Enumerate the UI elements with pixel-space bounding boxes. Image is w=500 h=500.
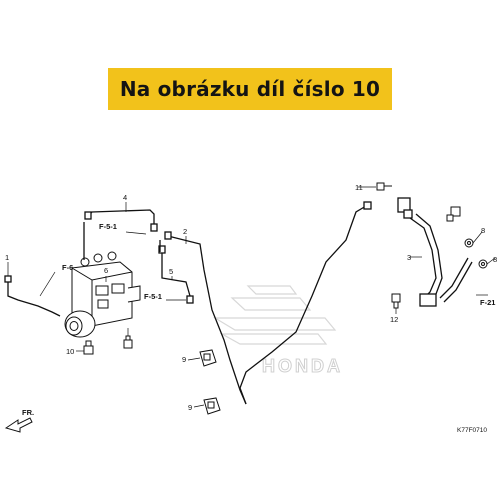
clip-9b	[203, 397, 221, 415]
part-number-4: 4	[123, 193, 127, 202]
bolt-12	[391, 293, 401, 309]
part-number-8b: 8	[493, 255, 497, 264]
part-number-2: 2	[183, 227, 187, 236]
reference-f5-1-mid: F-5-1	[144, 292, 162, 301]
brake-pipe-4	[83, 209, 158, 260]
reference-f21: F-21	[480, 298, 495, 307]
washer-8b	[478, 259, 488, 269]
bolt-small	[123, 335, 133, 349]
part-number-1: 1	[5, 253, 9, 262]
part-number-12: 12	[390, 315, 398, 324]
banner-text: Na obrázku díl číslo 10	[119, 77, 381, 101]
leader-lines	[7, 202, 488, 301]
part-number-6: 6	[104, 266, 108, 275]
brake-pipe-5	[158, 245, 194, 304]
part-number-8a: 8	[481, 226, 485, 235]
brake-pipe-1	[4, 275, 61, 317]
part-number-3: 3	[407, 253, 411, 262]
part-number-5: 5	[169, 267, 173, 276]
part-number-9a: 9	[182, 355, 186, 364]
honda-wing-watermark	[212, 285, 337, 345]
bolt-top-right	[446, 206, 461, 222]
front-arrow-icon	[4, 417, 33, 433]
abs-modulator-unit	[64, 251, 141, 338]
honda-watermark: HONDA	[262, 356, 343, 376]
brake-pipe-2	[159, 231, 247, 405]
bolt-11	[376, 182, 392, 191]
clip-9a	[199, 349, 217, 367]
reference-f6: F-6	[62, 263, 73, 272]
diagram-code: K77F0710	[457, 427, 487, 434]
bolt-10	[83, 340, 94, 355]
part-number-11: 11	[355, 183, 363, 192]
washer-8a	[464, 238, 474, 248]
part-number-9b: 9	[188, 403, 192, 412]
brake-pipe-long	[239, 201, 372, 405]
reference-f5-1-top: F-5-1	[99, 222, 117, 231]
brake-hose-3	[397, 197, 473, 307]
part-number-10: 10	[66, 347, 74, 356]
front-label: FR.	[22, 408, 34, 417]
part-number-banner: Na obrázku díl číslo 10	[108, 68, 392, 110]
